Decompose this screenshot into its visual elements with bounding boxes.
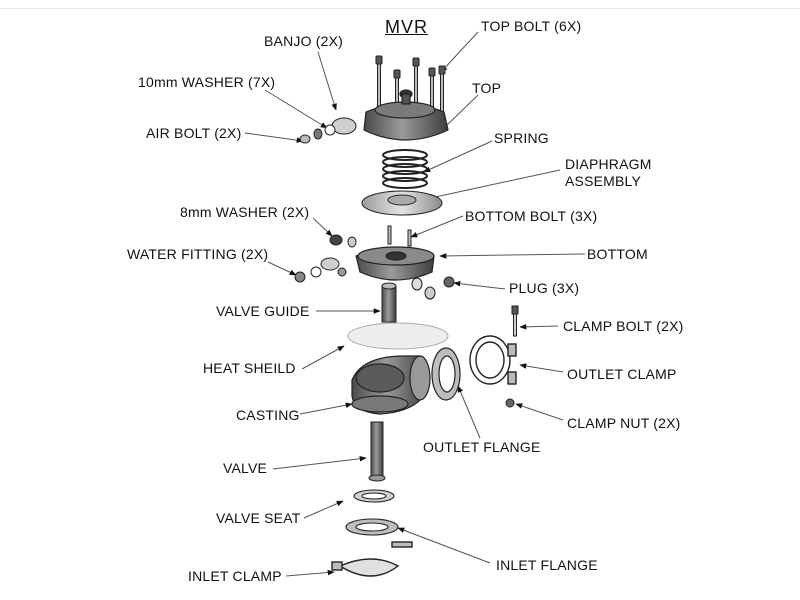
plugs: [411, 276, 455, 300]
leader-10mm-washer: [264, 89, 328, 129]
label-heat-shield: HEAT SHEILD: [203, 360, 296, 376]
bottom-bolts: [329, 225, 412, 248]
leader-casting: [299, 402, 353, 415]
outlet-clamp: [469, 335, 517, 385]
leader-bottom: [439, 253, 586, 259]
inlet-clamp: [331, 541, 413, 577]
label-diaphragm-line2: ASSEMBLY: [565, 173, 642, 189]
leader-bottom-bolt: [410, 215, 464, 238]
heat-shield: [347, 322, 449, 350]
valve: [368, 421, 386, 482]
label-valve-seat: VALVE SEAT: [216, 510, 301, 526]
leader-air-bolt: [244, 132, 304, 143]
leader-clamp-bolt: [519, 324, 559, 330]
leader-plug: [453, 280, 506, 290]
inlet-flange: [345, 518, 399, 536]
spring: [382, 149, 428, 189]
leader-valve-seat: [303, 500, 344, 519]
leader-water-fitting: [267, 261, 297, 276]
label-diaphragm-line1: DIAPHRAGM: [565, 156, 652, 172]
clamp-nut: [505, 398, 515, 408]
label-clamp-nut: CLAMP NUT (2X): [567, 415, 681, 431]
leader-spring: [423, 140, 493, 173]
top-cap: [363, 89, 449, 141]
label-valve: VALVE: [223, 460, 268, 476]
label-inlet-clamp: INLET CLAMP: [188, 568, 282, 584]
label-inlet-flange: INLET FLANGE: [496, 557, 598, 573]
leader-inlet-clamp: [285, 569, 335, 577]
label-top: TOP: [472, 80, 502, 96]
leader-inlet-flange: [397, 527, 491, 564]
leader-valve: [272, 455, 367, 470]
label-water-fitting: WATER FITTING (2X): [127, 246, 269, 262]
leader-banjo: [317, 51, 337, 111]
label-air-bolt: AIR BOLT (2X): [146, 125, 242, 141]
leader-heat-shield: [301, 345, 345, 370]
diaphragm-assembly: [361, 190, 443, 216]
label-valve-guide: VALVE GUIDE: [216, 303, 310, 319]
valve-seat: [353, 489, 395, 503]
label-bottom-bolt: BOTTOM BOLT (3X): [465, 208, 598, 224]
label-banjo: BANJO (2X): [264, 33, 344, 49]
top-divider: [0, 8, 800, 9]
label-top-bolt: TOP BOLT (6X): [481, 18, 582, 34]
leader-8mm-washer: [312, 217, 333, 237]
leader-diaphragm: [425, 169, 561, 201]
leader-clamp-nut: [515, 403, 564, 421]
label-bottom: BOTTOM: [587, 246, 648, 262]
label-casting: CASTING: [236, 407, 300, 423]
label-outlet-clamp: OUTLET CLAMP: [567, 366, 677, 382]
label-spring: SPRING: [494, 130, 549, 146]
banjo-assembly: [299, 117, 357, 144]
top-bolts: [375, 55, 446, 121]
label-outlet-flange: OUTLET FLANGE: [423, 439, 541, 455]
leader-outlet-flange: [457, 385, 481, 439]
bottom-housing: [355, 246, 435, 281]
leader-lines: [244, 31, 586, 577]
diagram-title: MVR: [385, 17, 428, 37]
label-10mm-washer: 10mm WASHER (7X): [138, 74, 276, 90]
label-clamp-bolt: CLAMP BOLT (2X): [563, 318, 684, 334]
clamp-bolt: [511, 305, 519, 337]
outlet-flange: [431, 347, 461, 401]
leader-outlet-clamp: [519, 363, 564, 373]
casting: [351, 355, 431, 415]
valve-guide: [381, 282, 397, 323]
label-8mm-washer: 8mm WASHER (2X): [180, 204, 310, 220]
leader-top-bolt: [440, 31, 479, 73]
water-fittings: [294, 257, 347, 283]
leader-top: [441, 94, 479, 131]
label-plug: PLUG (3X): [509, 280, 580, 296]
